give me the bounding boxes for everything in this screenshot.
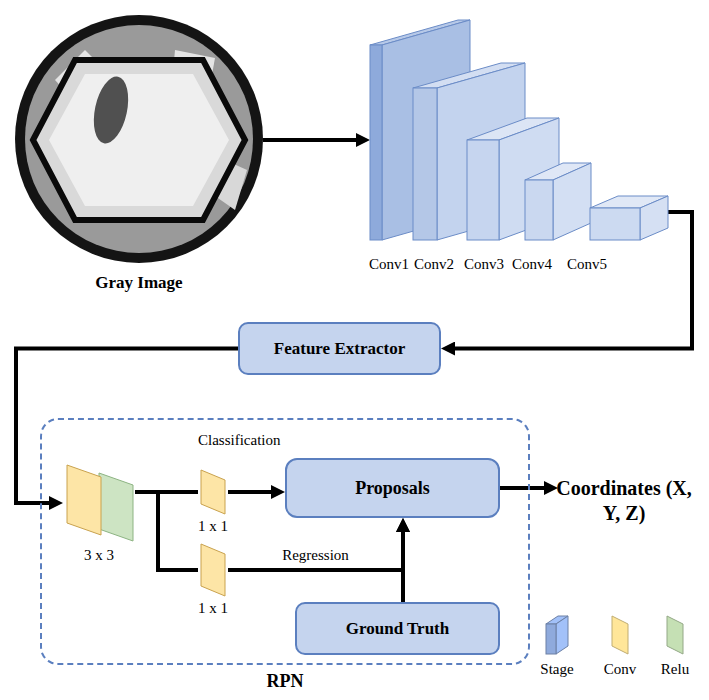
connector (228, 532, 403, 570)
legend-label: Stage (535, 660, 579, 678)
box-label: Feature Extractor (274, 338, 405, 360)
stage-block (525, 163, 591, 240)
connector (263, 138, 356, 142)
stage-label: Conv4 (512, 255, 552, 273)
conv-layer: 1 x 1 (198, 468, 228, 516)
legend-item: Conv (598, 612, 642, 678)
connector (135, 492, 198, 570)
swatch-sheet (612, 616, 628, 654)
output-label: Coordinates (X, Y, Z) (556, 476, 692, 526)
rpn-region: RPN3 x 31 x 11 x 1ProposalsGround Truth (40, 418, 530, 665)
swatch-front (546, 624, 556, 654)
region-label: RPN (42, 671, 528, 691)
image-caption: Gray Image (15, 273, 263, 293)
conv-sheet (201, 544, 225, 596)
conv-layer: 1 x 1 (198, 542, 228, 598)
stage-side (553, 163, 591, 240)
kernel-size: 1 x 1 (186, 600, 240, 617)
legend-swatch (660, 612, 690, 656)
edge-label: Regression (280, 546, 351, 564)
output-arrow (500, 486, 544, 490)
image-ground (15, 10, 263, 268)
relu-sheet (99, 473, 133, 541)
target-object (88, 73, 133, 146)
stage-label: Conv5 (567, 255, 607, 273)
fisheye-image (15, 10, 263, 268)
kernel-size: 3 x 3 (63, 547, 135, 564)
floor (49, 74, 229, 206)
legend-label: Relu (653, 660, 697, 678)
legend-item: Stage (535, 612, 579, 678)
swatch-sheet (667, 616, 683, 654)
process-box: Proposals (285, 458, 500, 518)
lens-rim (15, 15, 263, 263)
stage-front (467, 140, 499, 240)
stage-block (590, 196, 668, 240)
room-walls (25, 25, 253, 253)
frame-hexagon (33, 60, 245, 220)
connector (228, 490, 271, 494)
process-box: Feature Extractor (238, 322, 441, 375)
conv-stage: Conv5 (590, 196, 668, 240)
stage-label: Conv1 (369, 255, 409, 273)
stage-label: Conv2 (414, 255, 454, 273)
legend-label: Conv (598, 660, 642, 678)
conv-relu-layer: 3 x 3 (63, 463, 135, 543)
input-image: Gray Image (15, 10, 263, 268)
swatch-side (556, 616, 568, 654)
connector (401, 532, 405, 602)
conv-sheet (201, 470, 225, 514)
branch-label: Classification (198, 431, 281, 449)
kernel-size: 1 x 1 (186, 518, 240, 535)
process-box: Ground Truth (295, 602, 500, 655)
stage-side (640, 196, 668, 240)
conv-shape (198, 468, 228, 516)
conv-shape (198, 542, 228, 598)
legend-item: Relu (653, 612, 697, 678)
stage-front (370, 45, 382, 240)
legend-swatch (605, 612, 635, 656)
stage-front (413, 88, 437, 240)
box-label: Proposals (355, 477, 430, 499)
conv-relu-shape (63, 463, 135, 543)
stage-front (590, 208, 640, 240)
conv-sheet (67, 465, 101, 535)
legend-swatch (542, 612, 572, 656)
stage-label: Conv3 (464, 255, 504, 273)
stage-front (525, 180, 553, 240)
conv-stage: Conv4 (525, 163, 591, 240)
box-label: Ground Truth (346, 618, 449, 640)
